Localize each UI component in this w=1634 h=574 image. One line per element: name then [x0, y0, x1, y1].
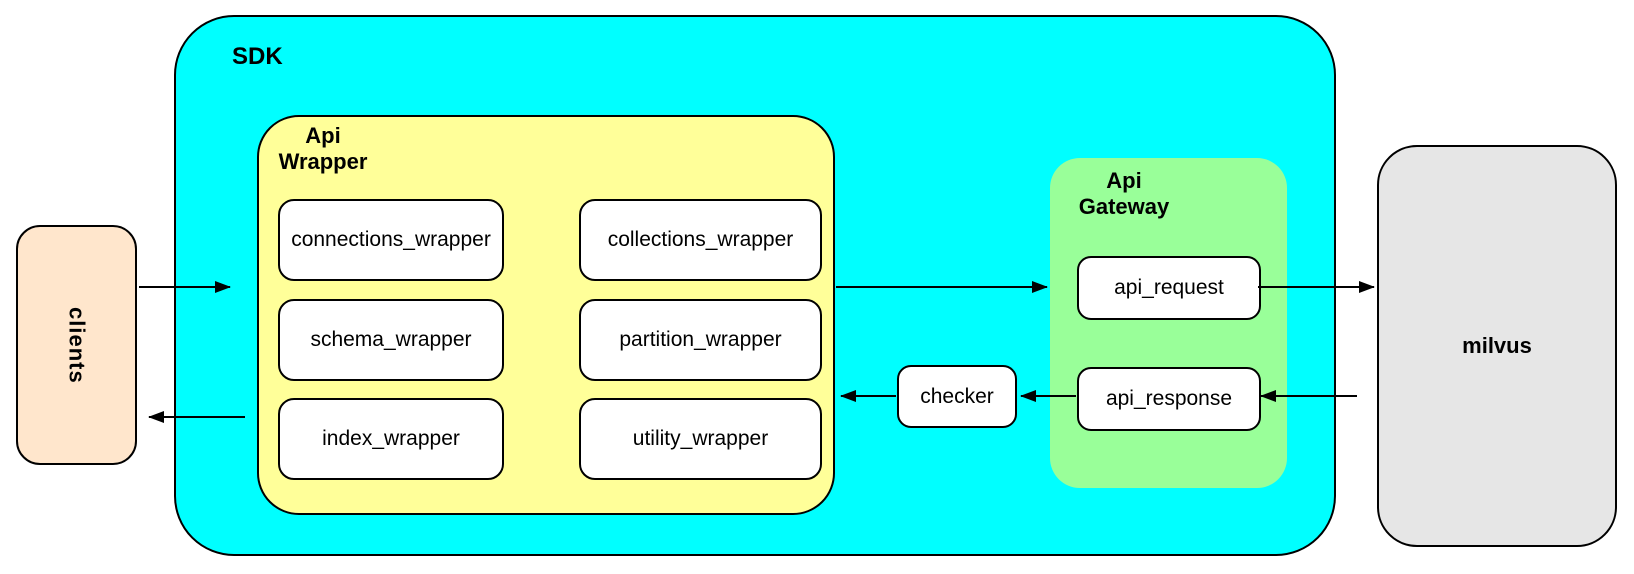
node-api-response: api_response	[1077, 367, 1261, 431]
clients-label: clients	[64, 306, 90, 384]
checker-label: checker	[920, 384, 994, 408]
api-request-label: api_request	[1114, 276, 1224, 299]
api-response-label: api_response	[1105, 387, 1233, 410]
node-api-request: api_request	[1077, 256, 1261, 320]
sdk-label: SDK	[232, 43, 283, 70]
utility-wrapper-label: utility_wrapper	[632, 427, 769, 450]
node-utility-wrapper: utility_wrapper	[579, 398, 822, 480]
node-clients: clients	[16, 225, 137, 465]
schema-wrapper-label: schema_wrapper	[310, 328, 472, 351]
node-collections-wrapper: collections_wrapper	[579, 199, 822, 281]
node-api-gateway: Api Gateway api_request api_response	[1050, 158, 1287, 488]
node-schema-wrapper: schema_wrapper	[278, 299, 504, 381]
api-wrapper-label: Api Wrapper	[278, 123, 368, 175]
collections-wrapper-label: collections_wrapper	[607, 228, 794, 251]
milvus-label: milvus	[1462, 333, 1532, 358]
node-checker: checker	[897, 365, 1017, 428]
node-api-wrapper: Api Wrapper connections_wrapper collecti…	[257, 115, 835, 515]
node-milvus: milvus	[1377, 145, 1617, 547]
node-index-wrapper: index_wrapper	[278, 398, 504, 480]
index-wrapper-label: index_wrapper	[322, 427, 460, 450]
node-partition-wrapper: partition_wrapper	[579, 299, 822, 381]
partition-wrapper-label: partition_wrapper	[619, 328, 782, 351]
node-connections-wrapper: connections_wrapper	[278, 199, 504, 281]
connections-wrapper-label: connections_wrapper	[291, 228, 491, 251]
api-gateway-label: Api Gateway	[1078, 168, 1170, 220]
